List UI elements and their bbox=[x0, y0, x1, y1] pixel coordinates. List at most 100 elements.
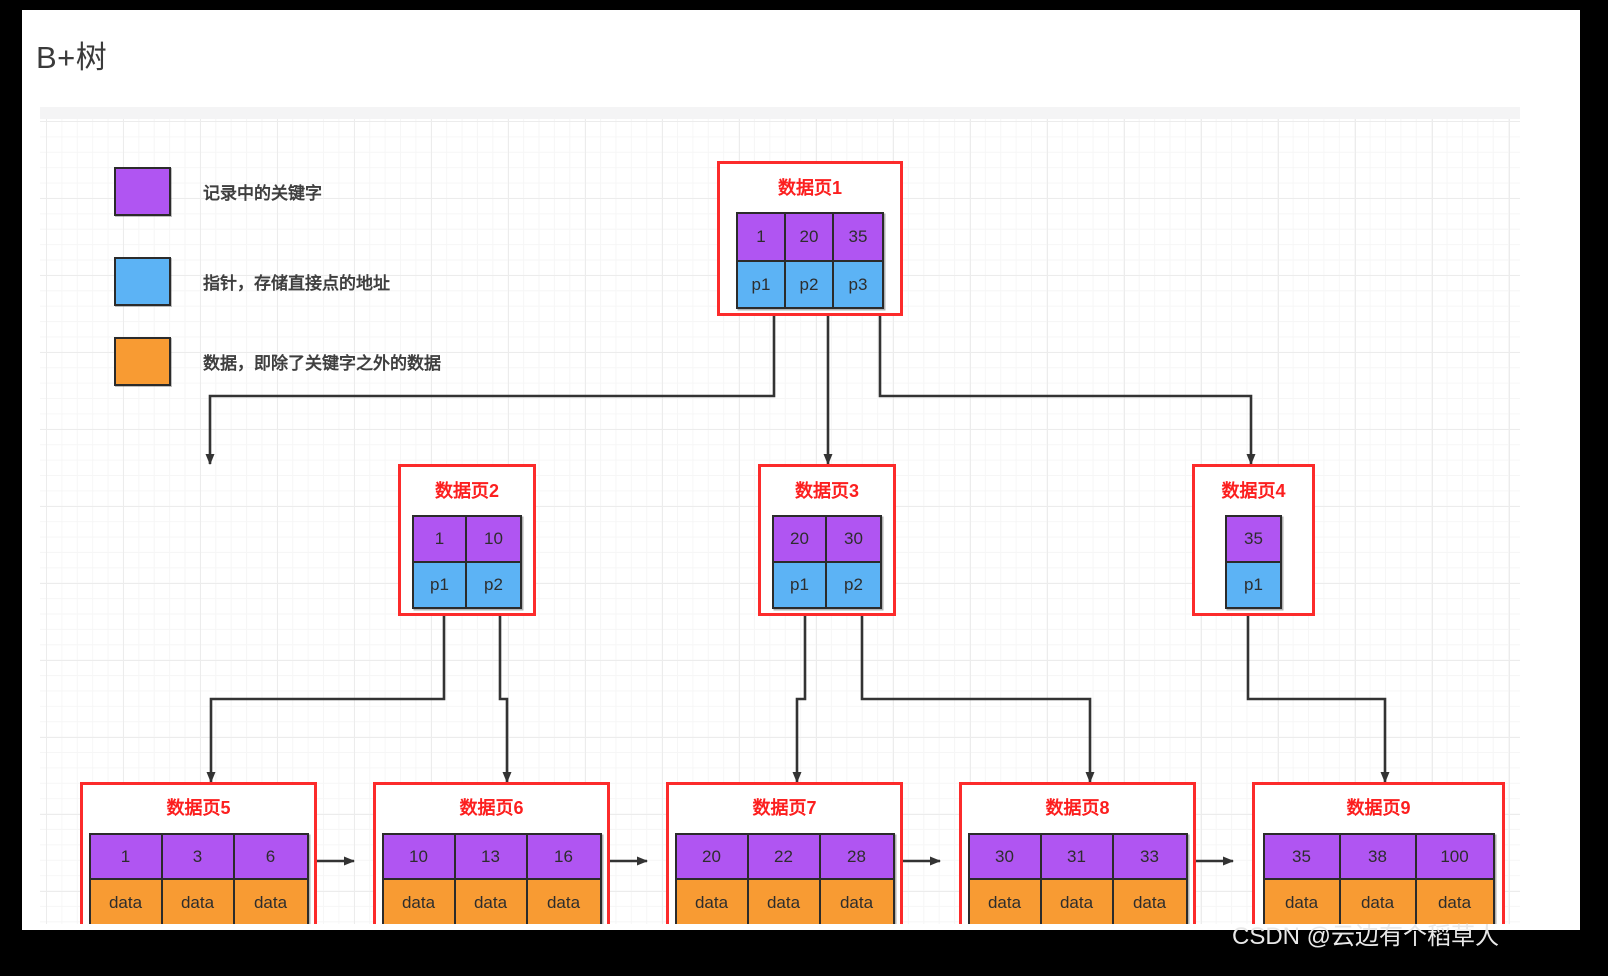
key-row-page-9: 35 38 100 bbox=[1264, 835, 1493, 880]
key-cell: 22 bbox=[748, 835, 821, 880]
key-cell: 35 bbox=[1227, 517, 1280, 563]
key-cell: 30 bbox=[969, 835, 1042, 880]
key-cell: 38 bbox=[1340, 835, 1417, 880]
data-row-page-8: data data data bbox=[969, 880, 1186, 924]
data-row-page-9: data data data bbox=[1264, 880, 1493, 924]
edge-n2-p2 bbox=[498, 615, 512, 783]
legend-item-data: 数据，即除了关键字之外的数据 bbox=[114, 337, 441, 386]
node-title-page-9: 数据页9 bbox=[1346, 798, 1411, 818]
node-title-page-1: 数据页1 bbox=[777, 178, 842, 198]
pointer-cell: p2 bbox=[467, 563, 520, 607]
node-page-8[interactable]: 数据页8 30 31 33 data data data bbox=[959, 782, 1196, 924]
legend-swatch-pointer bbox=[114, 257, 171, 306]
data-cell: data bbox=[527, 880, 600, 924]
diagram-canvas: 记录中的关键字 指针，存储直接点的地址 数据，即除了关键字之外的数据 数据页1 … bbox=[40, 119, 1520, 924]
cellgrid-page-5: 1 3 6 data data data bbox=[88, 833, 309, 924]
node-title-page-3: 数据页3 bbox=[794, 481, 859, 501]
key-cell: 1 bbox=[738, 214, 786, 262]
node-title-page-4: 数据页4 bbox=[1221, 481, 1286, 501]
key-cell: 1 bbox=[90, 835, 163, 880]
cellgrid-page-1: 1 20 35 p1 p2 p3 bbox=[736, 212, 884, 309]
key-cell: 10 bbox=[467, 517, 520, 563]
pointer-cell: p2 bbox=[786, 262, 834, 307]
node-title-page-6: 数据页6 bbox=[459, 798, 524, 818]
data-cell: data bbox=[234, 880, 307, 924]
key-cell: 1 bbox=[414, 517, 467, 563]
edge-n3-p1 bbox=[792, 615, 807, 783]
title-divider bbox=[40, 107, 1520, 119]
key-cell: 28 bbox=[820, 835, 893, 880]
key-cell: 6 bbox=[234, 835, 307, 880]
data-row-page-5: data data data bbox=[90, 880, 307, 924]
pointer-cell: p2 bbox=[827, 563, 880, 607]
data-cell: data bbox=[90, 880, 163, 924]
pointer-cell: p1 bbox=[1227, 563, 1280, 607]
key-row-page-2: 1 10 bbox=[414, 517, 520, 563]
node-page-4[interactable]: 数据页4 35 p1 bbox=[1192, 464, 1315, 616]
data-cell: data bbox=[1340, 880, 1417, 924]
cellgrid-page-4: 35 p1 bbox=[1225, 515, 1282, 609]
node-page-9[interactable]: 数据页9 35 38 100 data data data bbox=[1252, 782, 1505, 924]
data-row-page-7: data data data bbox=[676, 880, 893, 924]
node-page-1[interactable]: 数据页1 1 20 35 p1 p2 p3 bbox=[717, 161, 903, 316]
data-cell: data bbox=[1416, 880, 1493, 924]
legend-item-pointer: 指针，存储直接点的地址 bbox=[114, 257, 390, 306]
key-cell: 16 bbox=[527, 835, 600, 880]
node-page-5[interactable]: 数据页5 1 3 6 data data data bbox=[80, 782, 317, 924]
edge-root-p3 bbox=[878, 315, 1256, 465]
data-cell: data bbox=[455, 880, 528, 924]
data-cell: data bbox=[383, 880, 456, 924]
key-row-page-3: 20 30 bbox=[774, 517, 880, 563]
key-row-page-5: 1 3 6 bbox=[90, 835, 307, 880]
node-page-7[interactable]: 数据页7 20 22 28 data data data bbox=[666, 782, 903, 924]
node-title-page-8: 数据页8 bbox=[1045, 798, 1110, 818]
pointer-cell: p1 bbox=[774, 563, 827, 607]
pointer-cell: p1 bbox=[738, 262, 786, 307]
cellgrid-page-3: 20 30 p1 p2 bbox=[772, 515, 882, 609]
key-cell: 20 bbox=[676, 835, 749, 880]
key-row-page-4: 35 bbox=[1227, 517, 1280, 563]
node-page-3[interactable]: 数据页3 20 30 p1 p2 bbox=[758, 464, 896, 616]
legend-swatch-data bbox=[114, 337, 171, 386]
legend-label-data: 数据，即除了关键字之外的数据 bbox=[203, 354, 441, 373]
data-cell: data bbox=[1113, 880, 1186, 924]
cellgrid-page-7: 20 22 28 data data data bbox=[674, 833, 895, 924]
edge-n4-p1 bbox=[1246, 615, 1390, 783]
node-title-page-5: 数据页5 bbox=[166, 798, 231, 818]
key-row-page-6: 10 13 16 bbox=[383, 835, 600, 880]
legend-label-key: 记录中的关键字 bbox=[203, 184, 322, 203]
legend-label-pointer: 指针，存储直接点的地址 bbox=[203, 274, 390, 293]
key-cell: 33 bbox=[1113, 835, 1186, 880]
key-row-page-8: 30 31 33 bbox=[969, 835, 1186, 880]
key-cell: 100 bbox=[1416, 835, 1493, 880]
key-cell: 20 bbox=[786, 214, 834, 262]
pointer-cell: p3 bbox=[834, 262, 882, 307]
data-cell: data bbox=[748, 880, 821, 924]
pointer-cell: p1 bbox=[414, 563, 467, 607]
legend-item-key: 记录中的关键字 bbox=[114, 167, 322, 216]
key-row-page-7: 20 22 28 bbox=[676, 835, 893, 880]
watermark: CSDN @云边有个稻草人 bbox=[1232, 923, 1500, 950]
data-cell: data bbox=[1264, 880, 1341, 924]
data-cell: data bbox=[676, 880, 749, 924]
data-row-page-6: data data data bbox=[383, 880, 600, 924]
node-page-2[interactable]: 数据页2 1 10 p1 p2 bbox=[398, 464, 536, 616]
pointer-row-page-3: p1 p2 bbox=[774, 563, 880, 607]
key-cell: 31 bbox=[1041, 835, 1114, 880]
node-page-6[interactable]: 数据页6 10 13 16 data data data bbox=[373, 782, 610, 924]
pointer-row-page-2: p1 p2 bbox=[414, 563, 520, 607]
pointer-row-page-1: p1 p2 p3 bbox=[738, 262, 882, 307]
node-title-page-2: 数据页2 bbox=[434, 481, 499, 501]
key-cell: 10 bbox=[383, 835, 456, 880]
page-title: B+树 bbox=[36, 40, 108, 75]
document-page: B+树 bbox=[22, 10, 1580, 930]
cellgrid-page-2: 1 10 p1 p2 bbox=[412, 515, 522, 609]
key-cell: 20 bbox=[774, 517, 827, 563]
node-title-page-7: 数据页7 bbox=[752, 798, 817, 818]
data-cell: data bbox=[820, 880, 893, 924]
cellgrid-page-8: 30 31 33 data data data bbox=[967, 833, 1188, 924]
key-cell: 30 bbox=[827, 517, 880, 563]
key-cell: 3 bbox=[162, 835, 235, 880]
cellgrid-page-9: 35 38 100 data data data bbox=[1262, 833, 1495, 924]
key-cell: 35 bbox=[834, 214, 882, 262]
